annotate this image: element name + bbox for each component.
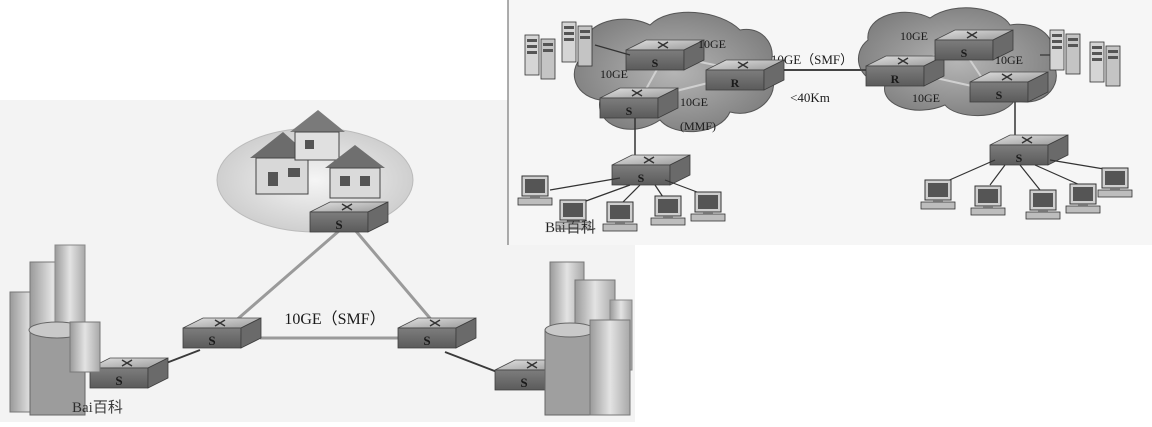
router-right: R bbox=[865, 55, 945, 87]
wan-link-label: 10GE（SMF） bbox=[771, 52, 853, 67]
router-left: R bbox=[705, 59, 785, 91]
link-label-10ge: 10GE bbox=[900, 29, 928, 43]
campus-wan-diagram: 10GE（SMF） <40Km S S R 10GE 10GE 10GE (MM… bbox=[507, 0, 1152, 245]
link-label-10ge: 10GE bbox=[680, 95, 708, 109]
switch-cloud-left-bottom: S bbox=[599, 87, 679, 119]
switch-label: S bbox=[996, 88, 1003, 102]
router-label: R bbox=[731, 76, 740, 90]
switch-label: S bbox=[652, 56, 659, 70]
link-label-10ge: 10GE bbox=[698, 37, 726, 51]
switch-label: S bbox=[335, 217, 342, 232]
office-buildings-right-icon bbox=[544, 261, 633, 416]
watermark-left: Bai百科 bbox=[72, 399, 123, 416]
pc-icon bbox=[602, 201, 638, 232]
access-switch-left: S bbox=[611, 154, 691, 186]
switch-label: S bbox=[961, 46, 968, 60]
switch-cloud-right-top: S bbox=[934, 29, 1014, 61]
pc-icon bbox=[650, 195, 686, 226]
pc-icon bbox=[1025, 189, 1061, 220]
pc-icon bbox=[1097, 167, 1133, 198]
link-label-10ge: 10GE bbox=[600, 67, 628, 81]
switch-cloud-right-bottom: S bbox=[969, 71, 1049, 103]
switch-right: S bbox=[397, 317, 477, 349]
link-label-smf: 10GE（SMF） bbox=[284, 310, 385, 328]
link-label-10ge: 10GE bbox=[995, 53, 1023, 67]
switch-building-left: S bbox=[89, 357, 169, 389]
switch-label: S bbox=[626, 104, 633, 118]
switch-label: S bbox=[208, 333, 215, 348]
pc-icon bbox=[920, 179, 956, 210]
switch-cloud-left-top: S bbox=[625, 39, 705, 71]
link-top-right bbox=[353, 229, 442, 331]
switch-label: S bbox=[638, 171, 645, 185]
switch-label: S bbox=[423, 333, 430, 348]
link-top-left bbox=[224, 228, 341, 332]
switch-top: S bbox=[309, 201, 389, 233]
office-buildings-left-icon bbox=[9, 244, 101, 416]
watermark-right: Bai百科 bbox=[545, 219, 596, 236]
pc-icon bbox=[1065, 183, 1101, 214]
laptop-icon bbox=[517, 175, 553, 206]
link-label-10ge: 10GE bbox=[912, 91, 940, 105]
switch-label: S bbox=[1016, 151, 1023, 165]
link-label-mmf: (MMF) bbox=[680, 119, 716, 133]
switch-label: S bbox=[115, 373, 122, 388]
access-switch-right: S bbox=[989, 134, 1069, 166]
switch-label: S bbox=[520, 375, 527, 390]
pc-icon bbox=[970, 185, 1006, 216]
distance-label: <40Km bbox=[790, 90, 830, 105]
pc-icon bbox=[690, 191, 726, 222]
houses-icon bbox=[250, 110, 385, 199]
switch-left: S bbox=[182, 317, 262, 349]
switch-building-right: S bbox=[494, 359, 574, 391]
router-label: R bbox=[891, 72, 900, 86]
